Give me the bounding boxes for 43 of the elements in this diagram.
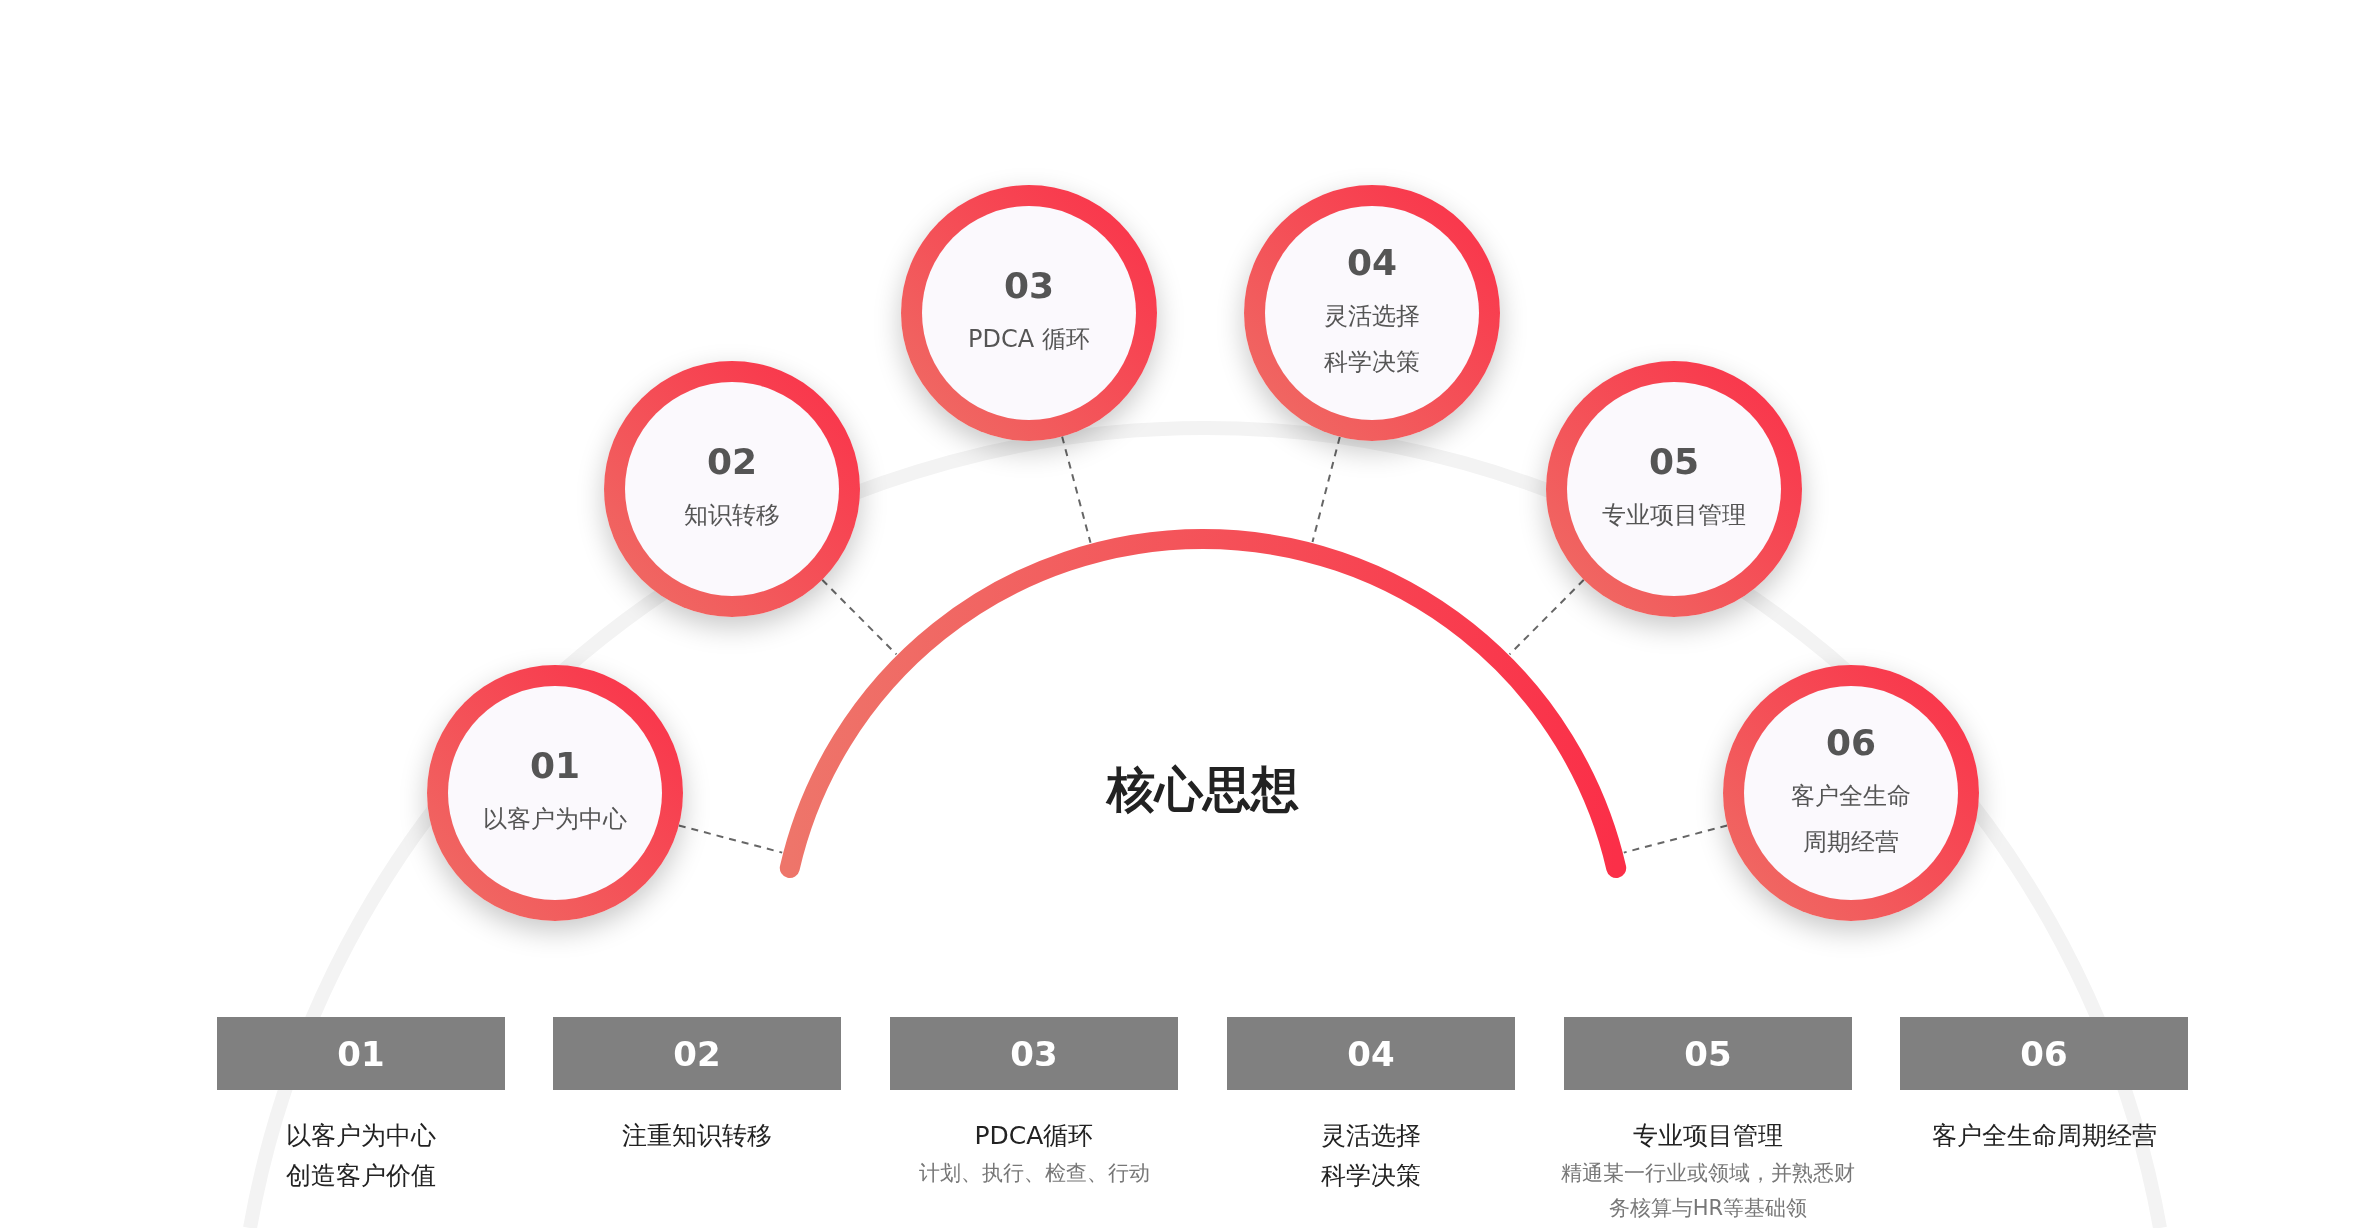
step-number: 02: [673, 1033, 721, 1074]
connector-line: [1508, 578, 1585, 656]
step-label: PDCA 循环: [968, 323, 1090, 355]
connector-line: [677, 824, 784, 854]
step-number: 02: [706, 440, 758, 482]
connector-line: [1622, 824, 1729, 854]
step-label: 专业项目管理: [1602, 499, 1746, 531]
center-arc: [779, 529, 1627, 878]
connector-line: [1311, 435, 1341, 543]
step-number: 04: [1346, 241, 1398, 283]
step-subtitle: 科学决策: [1320, 1160, 1422, 1192]
step-title: 以客户为中心: [285, 1120, 437, 1152]
step-description: 精通某一行业或领域，并熟悉财务核算与HR等基础领: [1560, 1160, 1856, 1222]
step-label: 客户全生命周期经营: [1790, 780, 1912, 858]
number-bar: [217, 1017, 505, 1090]
step-title: 灵活选择: [1320, 1120, 1422, 1152]
step-number: 01: [337, 1033, 385, 1074]
step-number: 01: [529, 744, 581, 786]
number-bar: [1227, 1017, 1515, 1090]
step-number: 05: [1648, 440, 1700, 482]
step-number: 05: [1684, 1033, 1732, 1074]
step-label: 灵活选择: [1324, 300, 1420, 332]
center-title: 核心思想: [1105, 760, 1300, 819]
number-bar: [1564, 1017, 1852, 1090]
number-bar: [1900, 1017, 2188, 1090]
number-bar: [890, 1017, 1178, 1090]
step-title: 注重知识转移: [621, 1120, 773, 1152]
step-title: 专业项目管理: [1632, 1120, 1784, 1152]
step-title: PDCA循环: [973, 1120, 1095, 1152]
connector-line: [1061, 435, 1092, 544]
step-number: 03: [1003, 264, 1055, 306]
connector-line: [821, 578, 898, 656]
step-title: 客户全生命周期经营: [1930, 1120, 2158, 1152]
step-subtitle: 创造客户价值: [285, 1160, 437, 1192]
step-number: 06: [1825, 721, 1877, 763]
step-number: 06: [2020, 1033, 2068, 1074]
step-label: 以客户为中心: [483, 803, 627, 835]
step-number: 04: [1347, 1033, 1395, 1074]
step-label: 知识转移: [684, 499, 780, 531]
step-description: 计划、执行、检查、行动: [917, 1160, 1151, 1187]
step-number: 03: [1010, 1033, 1058, 1074]
step-label: 科学决策: [1324, 346, 1420, 378]
number-bar: [553, 1017, 841, 1090]
